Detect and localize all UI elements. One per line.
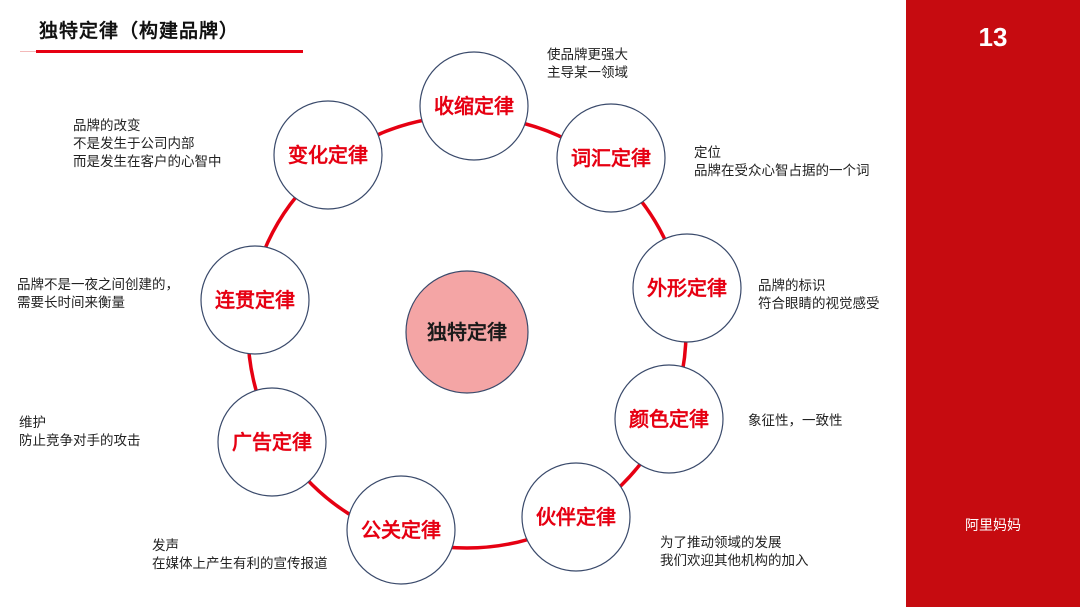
- note-gongguan: 发声 在媒体上产生有利的宣传报道: [152, 537, 328, 573]
- center-node-label: 独特定律: [427, 320, 507, 344]
- brand-name: 阿里妈妈: [965, 518, 1021, 534]
- title-underline-thin: [20, 51, 40, 52]
- note-line: 象征性，一致性: [748, 413, 843, 429]
- note-line: 为了推动领域的发展: [660, 535, 782, 551]
- note-shousuo: 使品牌更强大 主导某一领域: [547, 46, 628, 82]
- right-sidebar: 13 阿里妈妈: [906, 0, 1080, 607]
- note-line: 品牌不是一夜之间创建的，: [17, 277, 179, 293]
- note-line: 需要长时间来衡量: [17, 295, 125, 311]
- center-node: 独特定律: [405, 270, 529, 394]
- note-cihui: 定位 品牌在受众心智占据的一个词: [694, 144, 870, 180]
- node-gongguan: 公关定律: [346, 475, 456, 585]
- note-line: 不是发生于公司内部: [73, 136, 195, 152]
- node-label-shousuo: 收缩定律: [434, 94, 514, 118]
- node-label-gongguan: 公关定律: [361, 518, 441, 542]
- note-bianhua: 品牌的改变 不是发生于公司内部 而是发生在客户的心智中: [73, 117, 222, 171]
- node-bianhua: 变化定律: [273, 100, 383, 210]
- note-guanggao: 维护 防止竞争对手的攻击: [19, 414, 141, 450]
- node-huoban: 伙伴定律: [521, 462, 631, 572]
- note-line: 品牌的标识: [758, 278, 826, 294]
- slide-title: 独特定律（构建品牌）: [39, 20, 240, 42]
- note-line: 维护: [19, 415, 46, 431]
- node-cihui: 词汇定律: [556, 103, 666, 213]
- node-label-cihui: 词汇定律: [571, 146, 651, 170]
- title-underline: [36, 50, 303, 53]
- node-shousuo: 收缩定律: [419, 51, 529, 161]
- note-line: 主导某一领域: [547, 65, 628, 81]
- note-line: 在媒体上产生有利的宣传报道: [152, 556, 328, 572]
- node-lianguan: 连贯定律: [200, 245, 310, 355]
- note-line: 防止竞争对手的攻击: [19, 433, 141, 449]
- note-lianguan: 品牌不是一夜之间创建的， 需要长时间来衡量: [17, 276, 179, 312]
- note-yanse: 象征性，一致性: [748, 412, 843, 430]
- note-line: 符合眼睛的视觉感受: [758, 296, 880, 312]
- note-line: 品牌的改变: [73, 118, 141, 134]
- note-line: 而是发生在客户的心智中: [73, 154, 222, 170]
- note-line: 品牌在受众心智占据的一个词: [694, 163, 870, 179]
- note-huoban: 为了推动领域的发展 我们欢迎其他机构的加入: [660, 534, 809, 570]
- node-guanggao: 广告定律: [217, 387, 327, 497]
- note-line: 使品牌更强大: [547, 47, 628, 63]
- node-yanse: 颜色定律: [614, 364, 724, 474]
- node-label-bianhua: 变化定律: [288, 143, 368, 167]
- page-number: 13: [978, 22, 1008, 52]
- note-waixing: 品牌的标识 符合眼睛的视觉感受: [758, 277, 880, 313]
- note-line: 我们欢迎其他机构的加入: [660, 553, 809, 569]
- note-line: 发声: [152, 538, 179, 554]
- node-label-huoban: 伙伴定律: [536, 505, 616, 529]
- node-label-waixing: 外形定律: [647, 276, 727, 300]
- note-line: 定位: [694, 145, 721, 161]
- node-label-yanse: 颜色定律: [629, 407, 709, 431]
- node-label-guanggao: 广告定律: [232, 430, 312, 454]
- node-label-lianguan: 连贯定律: [215, 288, 295, 312]
- node-waixing: 外形定律: [632, 233, 742, 343]
